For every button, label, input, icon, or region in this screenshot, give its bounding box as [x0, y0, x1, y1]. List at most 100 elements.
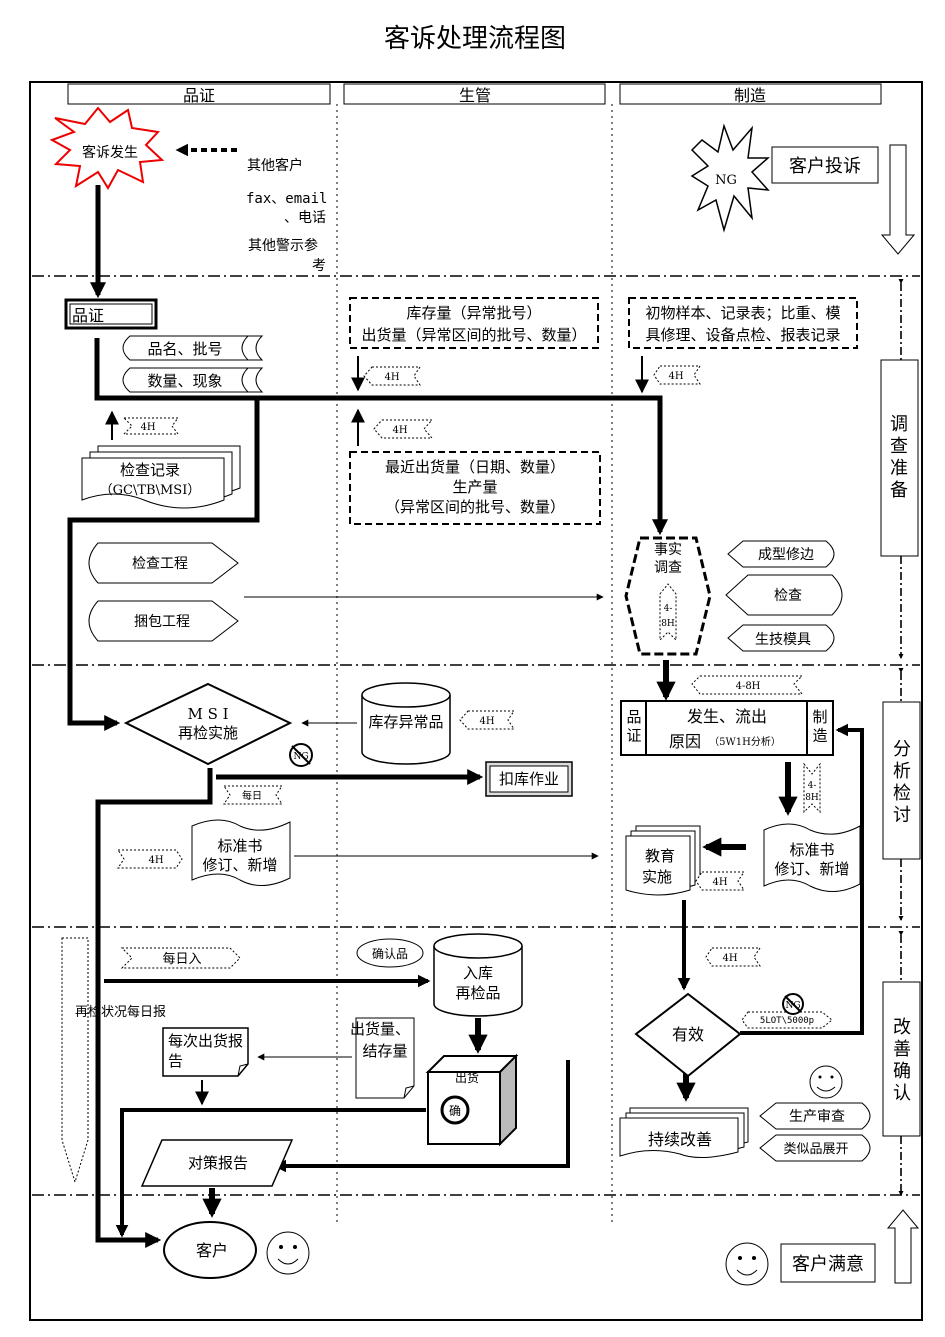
phase-dividers [32, 275, 920, 1196]
svg-text:品证: 品证 [72, 306, 104, 325]
phase-investigation [880, 359, 919, 557]
svg-text:出货量、: 出货量、 [350, 1020, 410, 1038]
svg-text:最近出货量（日期、数量）: 最近出货量（日期、数量） [385, 458, 565, 476]
countermeasure-report [140, 1139, 294, 1187]
svg-text:每日: 每日 [242, 789, 262, 802]
svg-text:生产量: 生产量 [452, 478, 497, 496]
vertical-label: 分析检讨 [893, 739, 911, 826]
ng-icon: NG [289, 743, 313, 767]
svg-text:确认品: 确认品 [372, 947, 408, 961]
svg-text:（异常区间的批号、数量）: （异常区间的批号、数量） [385, 498, 565, 516]
fact-items: 成型修边 检查 生技模具 [725, 540, 843, 652]
svg-text:修订、新增: 修订、新增 [202, 856, 277, 874]
smiley-icon [725, 1242, 769, 1286]
tag-4-8h-vertical: 4- 8H [803, 762, 821, 814]
svg-text:库存异常品: 库存异常品 [368, 713, 443, 731]
svg-text:4H: 4H [668, 371, 683, 382]
complaint-burst-label: 客诉发生 [82, 144, 138, 161]
recheck-status-arrow [61, 937, 89, 1184]
svg-text:检查工程: 检查工程 [132, 556, 188, 572]
svg-text:生产审查: 生产审查 [789, 1109, 845, 1125]
vertical-label: 调查准备 [890, 414, 908, 501]
tag-4h: 4H [695, 871, 745, 891]
svg-text:类似品展开: 类似品展开 [783, 1142, 848, 1157]
svg-text:4H: 4H [140, 422, 155, 433]
phase-complaint [771, 146, 879, 184]
vertical-label: 制造 [812, 708, 827, 744]
svg-text:修订、新增: 修订、新增 [774, 860, 849, 878]
tag-4h: 4H [653, 365, 701, 385]
effective-decision [634, 992, 742, 1078]
smiley-icon [266, 1231, 310, 1275]
inspect-process [88, 542, 239, 584]
stock-box [349, 297, 599, 349]
page-title: 客诉处理流程图 [384, 24, 566, 54]
svg-text:捆包工程: 捆包工程 [134, 614, 190, 630]
lane-header-planning: 生管 [459, 86, 491, 105]
svg-text:持续改善: 持续改善 [648, 1130, 712, 1149]
flow-arrow [94, 338, 669, 536]
svg-text:库存量（异常批号）: 库存量（异常批号） [406, 304, 541, 322]
svg-text:生技模具: 生技模具 [755, 632, 811, 648]
pack-process [88, 600, 239, 642]
svg-text:每日入: 每日入 [162, 951, 201, 967]
svg-text:调查: 调查 [654, 560, 682, 576]
svg-text:出货量（异常区间的批号、数量）: 出货量（异常区间的批号、数量） [361, 326, 586, 344]
recent-shipment-box [349, 451, 601, 525]
flow-arrow [115, 1108, 426, 1238]
ng-label: NG [715, 173, 737, 188]
svg-text:4-: 4- [808, 781, 817, 791]
education-stack: 教育 实施 [625, 825, 701, 896]
mfg-record-box [628, 297, 858, 349]
msi-recheck [123, 682, 293, 766]
flow-arrow [67, 400, 260, 732]
svg-text:数量、现象: 数量、现象 [147, 372, 222, 390]
svg-text:4H: 4H [722, 953, 737, 964]
svg-text:确: 确 [449, 1104, 461, 1118]
customer [163, 1221, 257, 1279]
svg-text:再检品: 再检品 [455, 984, 500, 1002]
svg-text:检查记录: 检查记录 [120, 461, 180, 479]
svg-text:对策报告: 对策报告 [188, 1154, 248, 1172]
cause-analysis: 品证 发生、流出 原因 （5W1H分析） 制造 [620, 700, 834, 756]
svg-text:（5W1H分析）: （5W1H分析） [709, 735, 781, 748]
svg-text:4H: 4H [384, 372, 399, 383]
svg-text:品名、批号: 品名、批号 [147, 340, 222, 358]
flow-arrow [273, 1060, 570, 1173]
svg-text:、电话: 、电话 [284, 210, 326, 226]
standard-doc-right: 标准书 修订、新增 [763, 823, 861, 892]
improve-items: 生产审查 类似品展开 [759, 1102, 871, 1162]
outer-frame [29, 81, 923, 1321]
flow-arrow [95, 768, 213, 1249]
phase-improvement [882, 981, 921, 1137]
ng-icon: NG [782, 993, 804, 1015]
svg-text:（GC\TB\MSI）: （GC\TB\MSI） [100, 483, 201, 498]
svg-text:成型修边: 成型修边 [758, 547, 814, 563]
svg-text:M S I: M S I [187, 705, 228, 723]
tag-4h: 4H [459, 710, 515, 730]
tag-4h: 4H [705, 947, 761, 967]
svg-text:入库: 入库 [463, 964, 493, 982]
smiley-icon [809, 1065, 843, 1099]
standard-doc-left: 标准书 修订、新增 [191, 819, 291, 886]
svg-text:结存量: 结存量 [362, 1042, 407, 1060]
inspection-record-doc: 检查记录 （GC\TB\MSI） [81, 445, 241, 509]
svg-text:4-8H: 4-8H [736, 681, 761, 692]
svg-text:NG: NG [785, 1001, 800, 1011]
ship-report-doc: 每次出货报 告 [162, 1027, 249, 1077]
continuous-improvement: 持续改善 [619, 1107, 749, 1158]
svg-text:NG: NG [293, 752, 308, 762]
svg-text:8H: 8H [805, 793, 819, 803]
svg-text:扣库作业: 扣库作业 [499, 770, 559, 788]
svg-text:原因: 原因 [669, 732, 701, 751]
ship-stock-doc: 出货量、 结存量 [350, 1017, 415, 1099]
phase-analysis [882, 701, 921, 860]
confirm-item [356, 938, 424, 968]
svg-text:客户满意: 客户满意 [792, 1254, 864, 1275]
tag-daily: 每日 [223, 785, 283, 805]
tag-4h: 4H [363, 366, 421, 386]
lane-header-manufacturing: 制造 [734, 86, 766, 105]
svg-text:fax、email: fax、email [246, 191, 327, 207]
svg-text:告: 告 [168, 1052, 183, 1070]
svg-text:事实: 事实 [654, 542, 682, 558]
